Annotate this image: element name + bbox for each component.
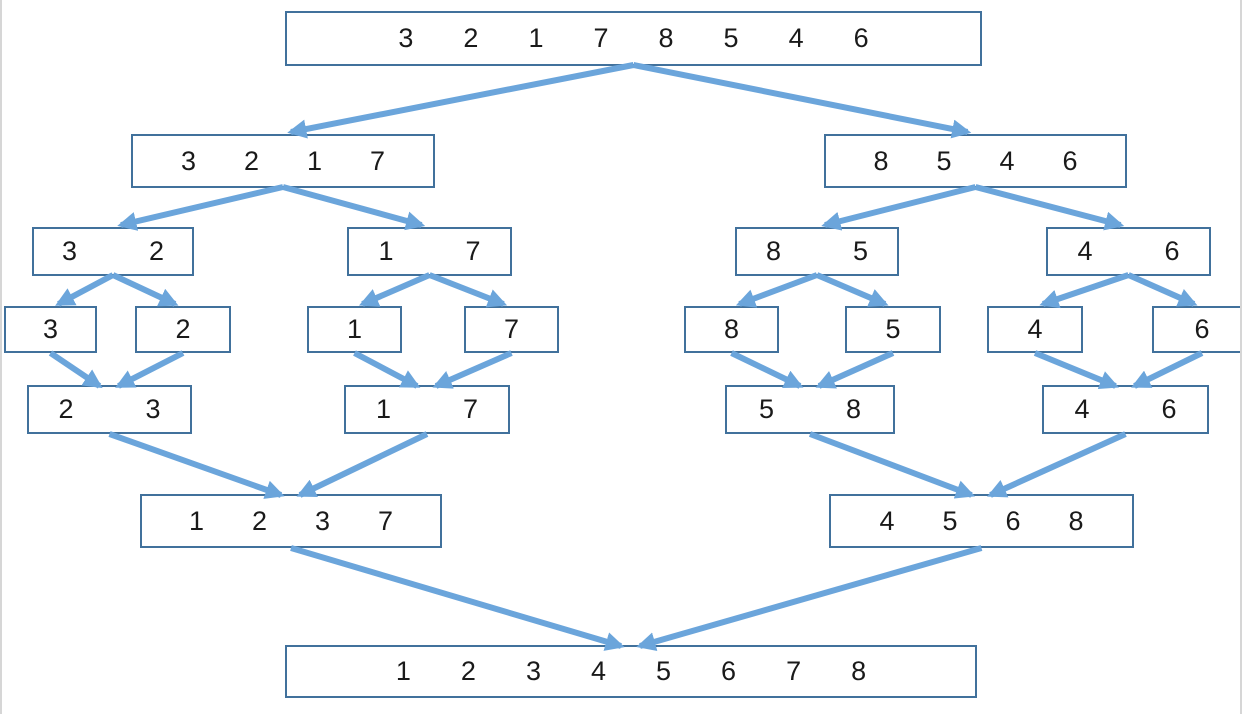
array-value: 2 bbox=[175, 314, 191, 344]
array-value: 4 bbox=[1077, 236, 1093, 266]
array-value: 3 bbox=[315, 505, 331, 536]
array-value: 4 bbox=[879, 505, 895, 536]
array-value: 2 bbox=[460, 656, 476, 686]
array-value: 3 bbox=[61, 236, 77, 266]
array-box-l1-left: 3 2 1 7 bbox=[131, 134, 435, 188]
array-value: 5 bbox=[942, 505, 958, 536]
array-value: 8 bbox=[851, 656, 867, 686]
array-box-s6: 6 bbox=[1152, 306, 1240, 353]
array-value: 1 bbox=[528, 23, 544, 53]
array-value: 4 bbox=[788, 23, 804, 53]
array-value: 1 bbox=[307, 145, 323, 176]
array-box-m1237: 1 2 3 7 bbox=[140, 494, 442, 548]
array-value: 6 bbox=[1194, 314, 1210, 344]
array-value: 4 bbox=[999, 145, 1015, 176]
array-value: 6 bbox=[1161, 394, 1177, 424]
array-value: 3 bbox=[525, 656, 541, 686]
array-box-s1: 1 bbox=[307, 306, 402, 353]
array-value: 7 bbox=[463, 394, 479, 424]
array-value: 2 bbox=[251, 505, 267, 536]
array-value: 2 bbox=[463, 23, 479, 53]
array-value: 7 bbox=[370, 145, 386, 176]
array-value: 8 bbox=[723, 314, 740, 344]
array-value: 1 bbox=[188, 505, 204, 536]
array-box-root: 3 2 1 7 8 5 4 6 bbox=[285, 11, 982, 66]
array-value: 8 bbox=[873, 145, 889, 176]
array-value: 7 bbox=[593, 23, 609, 53]
array-value: 7 bbox=[786, 656, 802, 686]
array-value: 7 bbox=[378, 505, 394, 536]
array-value: 1 bbox=[378, 236, 394, 266]
array-value: 5 bbox=[885, 314, 901, 344]
array-value: 1 bbox=[395, 656, 411, 686]
array-box-s8: 8 bbox=[684, 306, 779, 353]
array-value: 1 bbox=[375, 394, 391, 424]
array-value: 7 bbox=[503, 314, 520, 344]
array-value: 3 bbox=[145, 394, 161, 424]
array-value: 5 bbox=[656, 656, 672, 686]
array-value: 8 bbox=[1068, 505, 1084, 536]
array-value: 6 bbox=[1005, 505, 1021, 536]
array-box-s2: 2 bbox=[135, 306, 231, 353]
array-box-m4568: 4 5 6 8 bbox=[829, 494, 1134, 548]
array-value: 8 bbox=[765, 236, 781, 266]
array-value: 3 bbox=[42, 314, 59, 344]
array-value: 5 bbox=[723, 23, 739, 53]
array-value: 6 bbox=[1164, 236, 1180, 266]
array-value: 5 bbox=[853, 236, 869, 266]
array-value: 8 bbox=[846, 394, 862, 424]
array-box-s3: 3 bbox=[4, 306, 97, 353]
array-value: 3 bbox=[180, 145, 196, 176]
array-value: 1 bbox=[346, 314, 363, 344]
array-value: 6 bbox=[1062, 145, 1078, 176]
array-value: 8 bbox=[658, 23, 674, 53]
array-box-s7: 7 bbox=[464, 306, 559, 353]
array-value: 5 bbox=[758, 394, 774, 424]
array-value: 6 bbox=[853, 23, 869, 53]
array-value: 4 bbox=[590, 656, 606, 686]
array-box-final: 1 2 3 4 5 6 7 8 bbox=[285, 645, 977, 698]
array-value: 2 bbox=[58, 394, 74, 424]
array-value: 7 bbox=[465, 236, 481, 266]
array-value: 5 bbox=[936, 145, 952, 176]
array-value: 2 bbox=[149, 236, 165, 266]
array-box-s4: 4 bbox=[987, 306, 1083, 353]
array-box-l1-right: 8 5 4 6 bbox=[824, 134, 1127, 188]
array-box-s5: 5 bbox=[845, 306, 941, 353]
array-value: 2 bbox=[243, 145, 259, 176]
array-value: 4 bbox=[1074, 394, 1090, 424]
array-value: 6 bbox=[721, 656, 737, 686]
array-value: 3 bbox=[398, 23, 414, 53]
array-value: 4 bbox=[1027, 314, 1043, 344]
